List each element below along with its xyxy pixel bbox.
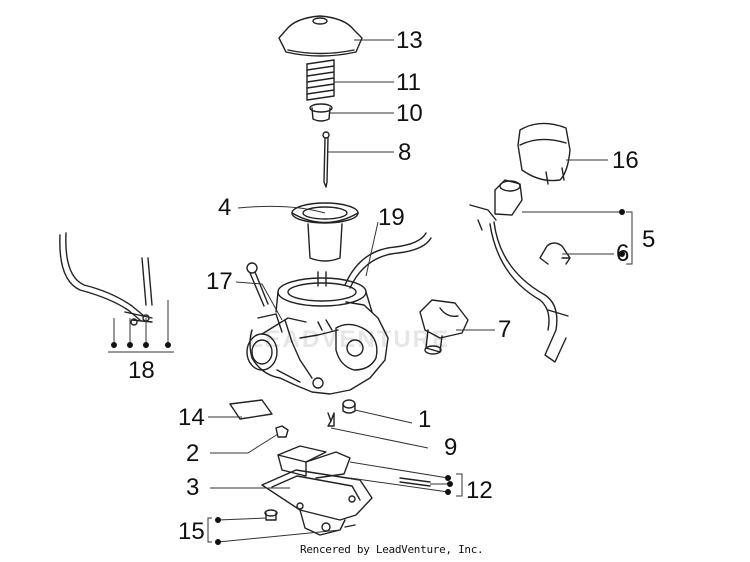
callout-11: 11 [396, 69, 421, 96]
callout-16: 16 [612, 147, 639, 174]
callout-14: 14 [178, 404, 205, 431]
callout-1: 1 [418, 406, 432, 433]
part-hoses-18 [59, 232, 153, 326]
callout-2: 2 [186, 440, 200, 467]
part-jet [342, 399, 356, 414]
part-clip [539, 242, 571, 265]
callout-15: 15 [178, 518, 205, 545]
callout-13: 13 [396, 27, 423, 54]
callout-8: 8 [398, 139, 412, 166]
callout-19: 19 [378, 204, 405, 231]
part-sleeve [517, 122, 571, 185]
part-needle [322, 131, 330, 188]
part-spring [306, 59, 335, 101]
callout-12: 12 [466, 477, 493, 504]
callout-6: 6 [616, 240, 630, 267]
part-float [277, 445, 351, 479]
part-jet-9 [327, 412, 335, 427]
part-nut [275, 425, 289, 438]
part-cap [278, 15, 363, 57]
callout-3: 3 [186, 474, 200, 501]
part-enrichener [469, 179, 569, 363]
carburetor-body [246, 271, 389, 395]
part-screw-17 [246, 262, 269, 307]
part-gasket-14 [229, 399, 273, 420]
part-valve [419, 299, 469, 355]
part-float-pin [399, 477, 431, 487]
callout-5: 5 [642, 226, 656, 253]
part-retainer [309, 103, 333, 122]
callout-17: 17 [206, 268, 233, 295]
callout-9: 9 [444, 434, 458, 461]
part-diaphragm [291, 202, 359, 262]
callout-10: 10 [396, 100, 423, 127]
callout-4: 4 [218, 194, 232, 221]
callout-7: 7 [498, 316, 512, 343]
callout-18: 18 [128, 357, 155, 384]
part-screws-15 [264, 509, 356, 528]
part-hose-19 [344, 232, 432, 289]
credit-text: Rencered by LeadVenture, Inc. [300, 543, 484, 556]
